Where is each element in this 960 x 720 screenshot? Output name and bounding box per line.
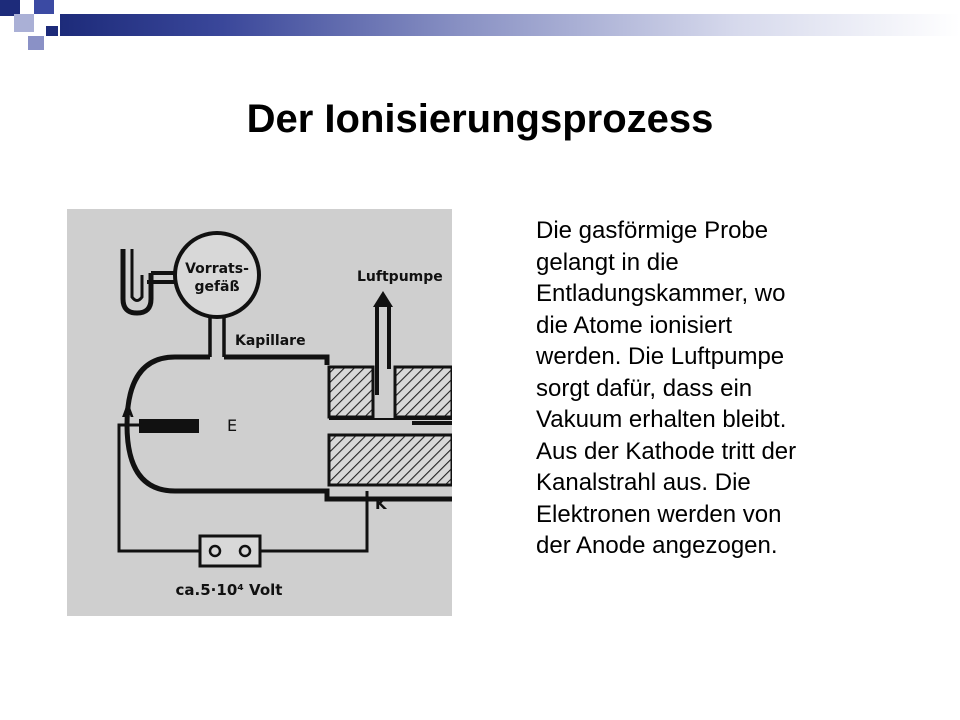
reservoir-label-1: Vorrats- — [185, 261, 249, 277]
hatched-block-upper-right — [393, 365, 452, 419]
voltage-label: ca.5·10⁴ Volt — [176, 581, 283, 599]
chamber-label: E — [227, 416, 237, 435]
body-line: der Anode angezogen. — [536, 532, 778, 559]
body-line: Aus der Kathode tritt der — [536, 437, 797, 465]
body-line: die Atome ionisiert — [536, 311, 733, 339]
ionization-apparatus-diagram: Vorrats- gefäß Kapillare Luftpumpe A E K… — [67, 209, 452, 616]
body-line: Vakuum erhalten bleibt. — [536, 406, 787, 433]
circuit-wire-right — [257, 491, 369, 553]
header-gradient-bar — [60, 14, 960, 36]
hatched-block-lower — [327, 433, 452, 487]
pump-arrow — [373, 291, 393, 307]
body-line: Entladungskammer, wo — [536, 280, 786, 307]
circuit-wire-left — [117, 423, 202, 553]
body-line: gelangt in die — [536, 248, 679, 276]
reservoir-bulb — [173, 231, 261, 319]
cathode-label: K — [375, 495, 388, 513]
u-tube-manometer — [120, 249, 154, 316]
hatched-block-upper-left — [327, 365, 375, 419]
body-line: sorgt dafür, dass ein — [536, 374, 753, 402]
corner-squares-decoration — [0, 0, 58, 50]
anode-electrode — [139, 419, 199, 433]
body-line: Die gasförmige Probe — [536, 217, 769, 244]
slide-title: Der Ionisierungsprozess — [246, 97, 714, 141]
reservoir-label-2: gefäß — [194, 279, 239, 295]
slide-body-text: Die gasförmige Probe gelangt in die Entl… — [536, 215, 896, 562]
body-line: werden. Die Luftpumpe — [536, 343, 785, 370]
capillary-tube — [208, 316, 226, 357]
body-line: Kanalstrahl aus. Die — [536, 469, 751, 496]
anode-label: A — [122, 403, 134, 421]
capillary-label: Kapillare — [235, 333, 306, 349]
pump-label: Luftpumpe — [357, 269, 443, 285]
body-line: Elektronen werden von — [536, 500, 782, 528]
